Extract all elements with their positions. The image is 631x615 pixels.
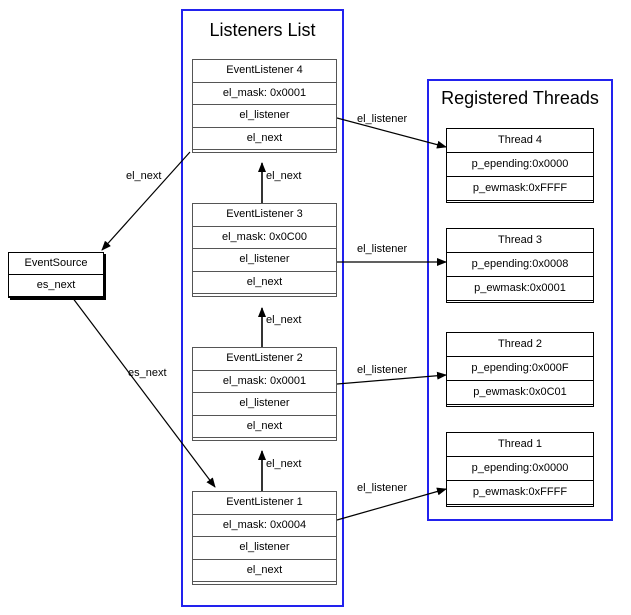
thread-4-field-p-epending: p_epending:0x0000	[446, 152, 594, 177]
struct-event-source[interactable]: EventSource es_next	[8, 252, 104, 298]
thread-2-field-p-ewmask: p_ewmask:0x0C01	[446, 380, 594, 405]
thread-2-field-p-epending: p_epending:0x000F	[446, 356, 594, 381]
thread-3-field-p-epending: p_epending:0x0008	[446, 252, 594, 277]
thread-1-field-p-epending: p_epending:0x0000	[446, 456, 594, 481]
event-listener-4-field-el-mask: el_mask: 0x0001	[192, 81, 337, 105]
event-listener-2-field-el-mask: el_mask: 0x0001	[192, 369, 337, 393]
edge-label-el-next-top: el_next	[126, 170, 162, 182]
edge-label-el-listener-1: el_listener	[357, 482, 408, 494]
struct-event-listener-2[interactable]: EventListener 2 el_mask: 0x0001 el_liste…	[192, 347, 337, 441]
edge-label-el-next-4-3: el_next	[266, 170, 302, 182]
event-source-field-es-next: es_next	[8, 274, 104, 297]
edge-label-el-listener-2: el_listener	[357, 364, 408, 376]
event-listener-2-title: EventListener 2	[192, 347, 337, 371]
thread-3-title: Thread 3	[446, 228, 594, 253]
group-title-listeners-list: Listeners List	[209, 20, 316, 40]
event-listener-1-field-el-next: el_next	[192, 558, 337, 582]
edge-label-el-listener-3: el_listener	[357, 243, 408, 255]
struct-event-listener-4[interactable]: EventListener 4 el_mask: 0x0001 el_liste…	[192, 59, 337, 153]
thread-4-field-p-ewmask: p_ewmask:0xFFFF	[446, 176, 594, 201]
group-registered-threads	[427, 79, 613, 521]
struct-event-listener-1[interactable]: EventListener 1 el_mask: 0x0004 el_liste…	[192, 491, 337, 585]
struct-thread-4[interactable]: Thread 4 p_epending:0x0000 p_ewmask:0xFF…	[446, 128, 594, 203]
event-listener-4-field-el-next: el_next	[192, 126, 337, 150]
struct-thread-3[interactable]: Thread 3 p_epending:0x0008 p_ewmask:0x00…	[446, 228, 594, 303]
event-listener-3-field-el-mask: el_mask: 0x0C00	[192, 225, 337, 249]
event-listener-3-field-el-listener: el_listener	[192, 248, 337, 272]
edge-label-el-next-2-1: el_next	[266, 458, 302, 470]
thread-1-field-p-ewmask: p_ewmask:0xFFFF	[446, 480, 594, 505]
edge-label-es-next: es_next	[128, 367, 167, 379]
event-listener-3-title: EventListener 3	[192, 203, 337, 227]
struct-thread-1[interactable]: Thread 1 p_epending:0x0000 p_ewmask:0xFF…	[446, 432, 594, 507]
thread-4-title: Thread 4	[446, 128, 594, 153]
edge-label-el-listener-4: el_listener	[357, 113, 408, 125]
event-listener-1-field-el-listener: el_listener	[192, 536, 337, 560]
event-listener-4-title: EventListener 4	[192, 59, 337, 83]
thread-2-title: Thread 2	[446, 332, 594, 357]
thread-3-field-p-ewmask: p_ewmask:0x0001	[446, 276, 594, 301]
event-listener-2-field-el-listener: el_listener	[192, 392, 337, 416]
event-listener-4-field-el-listener: el_listener	[192, 104, 337, 128]
struct-thread-2[interactable]: Thread 2 p_epending:0x000F p_ewmask:0x0C…	[446, 332, 594, 407]
edge-label-el-next-3-2: el_next	[266, 314, 302, 326]
event-source-title: EventSource	[8, 252, 104, 275]
event-listener-1-title: EventListener 1	[192, 491, 337, 515]
event-listener-2-field-el-next: el_next	[192, 414, 337, 438]
event-listener-3-field-el-next: el_next	[192, 270, 337, 294]
group-title-registered-threads: Registered Threads	[441, 88, 599, 108]
struct-event-listener-3[interactable]: EventListener 3 el_mask: 0x0C00 el_liste…	[192, 203, 337, 297]
thread-1-title: Thread 1	[446, 432, 594, 457]
event-listener-1-field-el-mask: el_mask: 0x0004	[192, 513, 337, 537]
